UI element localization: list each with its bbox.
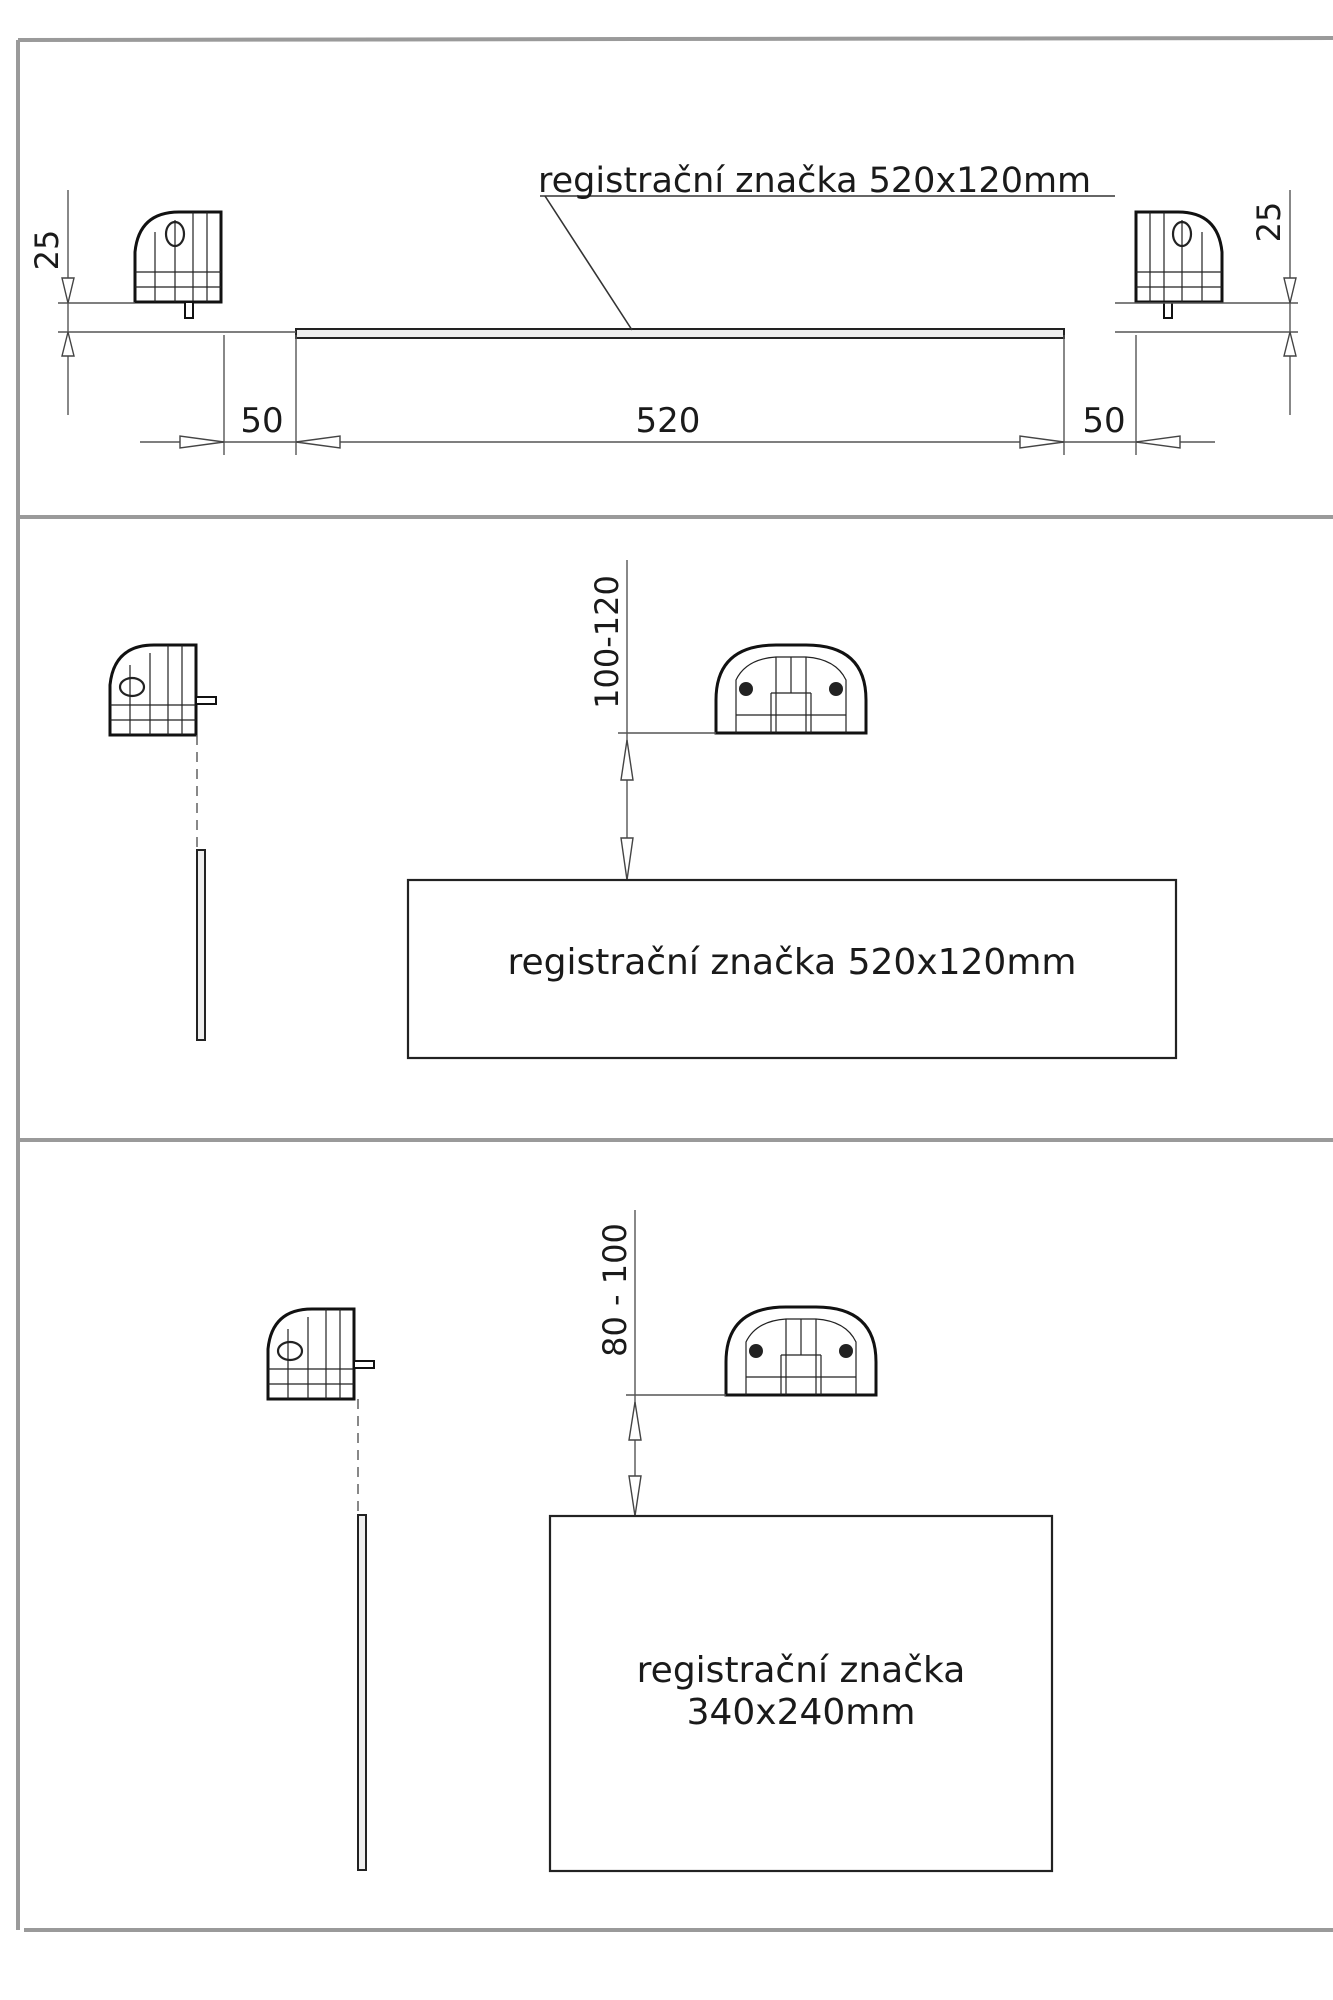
dim-top-left: 25 xyxy=(28,230,66,271)
lamp-left-icon xyxy=(133,210,223,320)
panel-top-view: registrační značka 520x120mm 25 25 50 52… xyxy=(28,161,1298,455)
panel-bottom-view: 80 - 100 registrační značka 340x240mm xyxy=(266,1210,1054,1873)
plate-label-top: registrační značka 520x120mm xyxy=(538,161,1091,201)
lamp-side-bottom-icon xyxy=(266,1307,376,1401)
dim-bottom-vertical: 80 - 100 xyxy=(596,1223,634,1357)
plate-label-bottom-line2: 340x240mm xyxy=(687,1692,916,1733)
plate-side-middle xyxy=(196,849,206,1041)
plate-label-bottom-line1: registrační značka xyxy=(637,1650,966,1691)
panel-frames xyxy=(16,36,1333,1932)
dim-middle-vertical: 100-120 xyxy=(588,575,626,709)
dim-top-right: 25 xyxy=(1250,202,1288,243)
lamp-front-middle-icon xyxy=(714,643,868,735)
dim-width-left: 50 xyxy=(240,401,283,441)
plate-label-middle: registrační značka 520x120mm xyxy=(508,942,1077,983)
lamp-front-bottom-icon xyxy=(724,1305,878,1397)
plate-side-bottom xyxy=(357,1514,367,1871)
dim-width-right: 50 xyxy=(1082,401,1125,441)
plate-top-view xyxy=(295,328,1065,339)
plate-middle xyxy=(406,878,1178,1060)
panel-middle-view: 100-120 registrační značka 520x120mm xyxy=(108,560,1178,1060)
lamp-right-icon xyxy=(1134,210,1224,320)
lamp-side-middle-icon xyxy=(108,643,218,737)
plate-bottom xyxy=(548,1514,1054,1873)
dim-width-center: 520 xyxy=(636,401,701,441)
